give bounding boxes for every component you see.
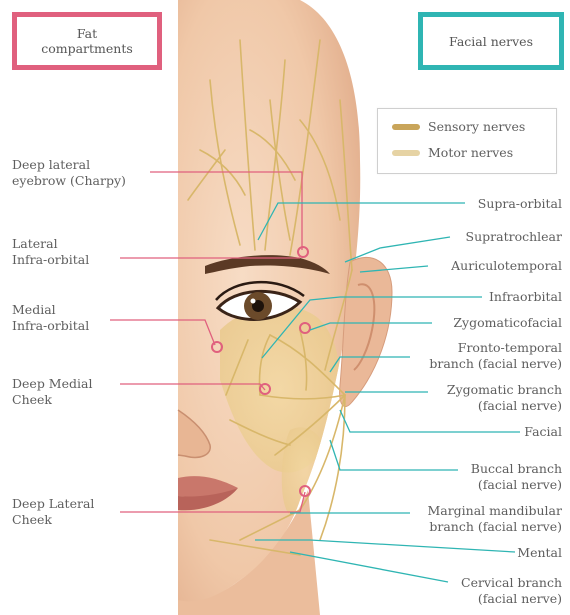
label-buccal-branch: Buccal branch (facial nerve): [471, 461, 562, 493]
label-deep-lateral-cheek: Deep Lateral Cheek: [12, 496, 94, 528]
sensory-swatch: [392, 124, 420, 130]
label-infraorbital: Infraorbital: [489, 289, 562, 305]
label-fronto-temporal-branch: Fronto-temporal branch (facial nerve): [429, 340, 562, 372]
label-auriculotemporal: Auriculotemporal: [451, 258, 562, 274]
legend-item-sensory: Sensory nerves: [392, 119, 525, 134]
label-lateral-infra-orbital: Lateral Infra-orbital: [12, 236, 89, 268]
fat-compartments-header: Fat compartments: [12, 12, 162, 70]
label-facial: Facial: [524, 424, 562, 440]
legend-motor-label: Motor nerves: [428, 145, 513, 160]
label-zygomatic-branch: Zygomatic branch (facial nerve): [447, 382, 562, 414]
label-deep-medial-cheek: Deep Medial Cheek: [12, 376, 92, 408]
label-medial-infra-orbital: Medial Infra-orbital: [12, 302, 89, 334]
legend-sensory-label: Sensory nerves: [428, 119, 525, 134]
label-supra-orbital: Supra-orbital: [478, 196, 562, 212]
facial-nerves-title: Facial nerves: [449, 34, 533, 49]
legend: Sensory nerves Motor nerves: [377, 108, 557, 174]
label-deep-lateral-eyebrow: Deep lateral eyebrow (Charpy): [12, 157, 126, 189]
label-supratrochlear: Supratrochlear: [466, 229, 562, 245]
label-cervical-branch: Cervical branch (facial nerve): [461, 575, 562, 607]
label-marginal-mandibular-branch: Marginal mandibular branch (facial nerve…: [427, 503, 562, 535]
facial-nerves-header: Facial nerves: [418, 12, 564, 70]
fat-compartments-title: Fat compartments: [41, 26, 133, 56]
legend-item-motor: Motor nerves: [392, 145, 513, 160]
label-zygomaticofacial: Zygomaticofacial: [453, 315, 562, 331]
motor-swatch: [392, 150, 420, 156]
label-mental: Mental: [517, 545, 562, 561]
